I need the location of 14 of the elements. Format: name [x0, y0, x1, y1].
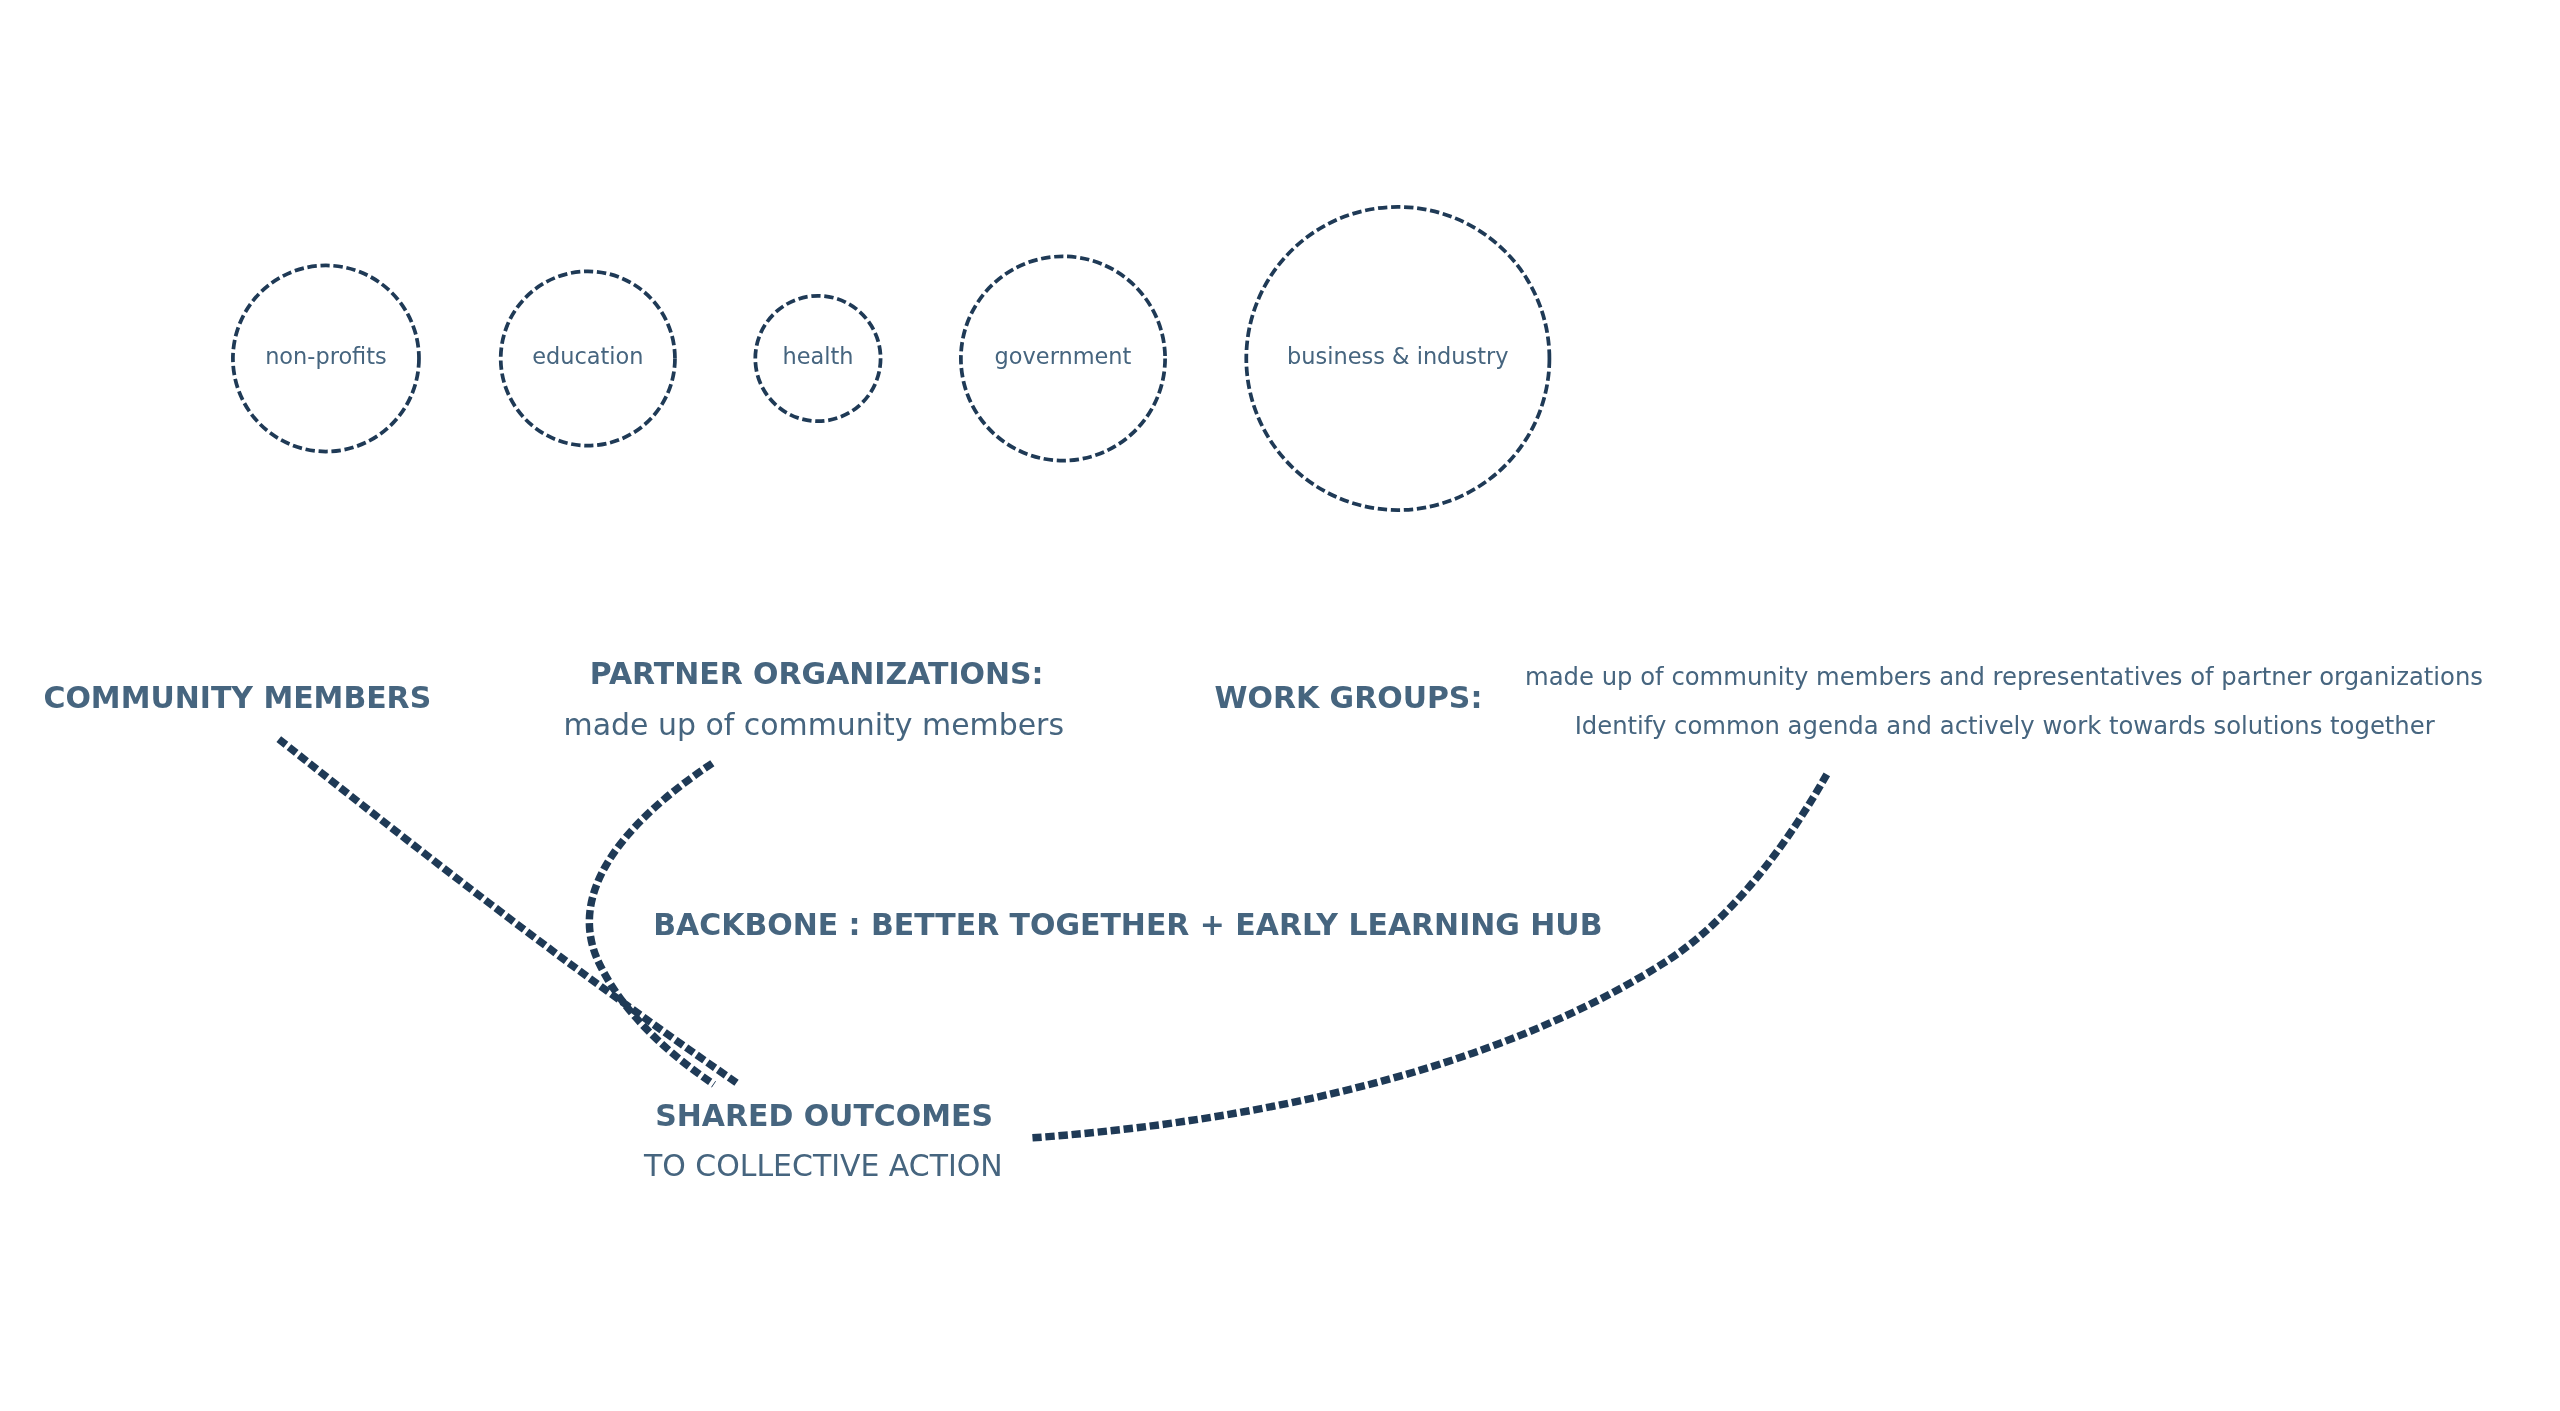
node-text: SHARED OUTCOMES TO COLLECTIVE ACTION [643, 1097, 1003, 1184]
node-circle: non-profits [231, 263, 421, 454]
node-label: Identify common agenda and actively work towards solutions together [1574, 710, 2435, 740]
node-text: PARTNER ORGANIZATIONS: made up of community members [563, 656, 1064, 742]
connector [585, 760, 717, 1088]
node-text: WORK GROUPS: [1214, 680, 1483, 716]
node-circle: education [498, 269, 677, 448]
connector [1030, 772, 1831, 1142]
node-circle: health [753, 293, 883, 423]
node-circle: business & industry [1244, 205, 1552, 512]
node-text: COMMUNITY MEMBERS [43, 680, 432, 716]
node-circle: government [959, 254, 1167, 463]
label: BACKBONE : BETTER TOGETHER + EARLY LEARNING HUB [653, 906, 1603, 942]
node-label: made up of community members and representatives of partner organizations [1525, 662, 2483, 692]
